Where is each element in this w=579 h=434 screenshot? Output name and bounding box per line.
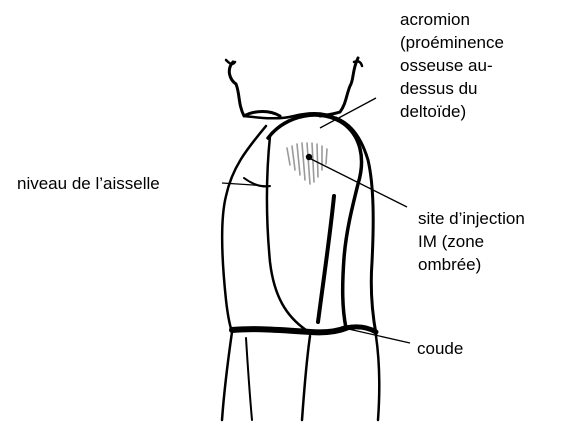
tendon-line bbox=[318, 196, 334, 322]
armpit-level-label-line: niveau de l’aisselle bbox=[17, 172, 160, 195]
acromion-label-line: osseuse au- bbox=[400, 54, 504, 77]
neck-hair-left bbox=[226, 60, 235, 64]
torso-back-contour bbox=[222, 126, 266, 332]
elbow-label-line: coude bbox=[417, 337, 463, 360]
acromion-label-line: dessus du bbox=[400, 77, 504, 100]
torso-back-lower bbox=[222, 332, 232, 420]
injection-site-label-line: IM (zone bbox=[418, 230, 525, 253]
acromion-label-line: deltoïde) bbox=[400, 100, 504, 123]
elbow-band bbox=[232, 328, 346, 332]
forearm-front bbox=[376, 336, 379, 420]
waist-contour bbox=[246, 338, 252, 420]
deltoid-outline bbox=[268, 115, 362, 328]
injection-site-label-line: site d’injection bbox=[418, 207, 525, 230]
neck-left-contour bbox=[229, 62, 280, 116]
armpit-level-label: niveau de l’aisselle bbox=[17, 172, 160, 195]
forearm-lower bbox=[302, 336, 310, 420]
injection-site-label: site d’injection IM (zone ombrée) bbox=[418, 207, 525, 276]
arm-inner-contour bbox=[267, 136, 306, 330]
acromion-label: acromion (proéminence osseuse au- dessus… bbox=[400, 8, 504, 123]
acromion-label-line: acromion bbox=[400, 8, 504, 31]
injection-site-label-line: ombrée) bbox=[418, 253, 525, 276]
neck-right-contour bbox=[320, 58, 358, 116]
injection-leader bbox=[311, 159, 407, 207]
elbow-label: coude bbox=[417, 337, 463, 360]
acromion-label-line: (proéminence bbox=[400, 31, 504, 54]
